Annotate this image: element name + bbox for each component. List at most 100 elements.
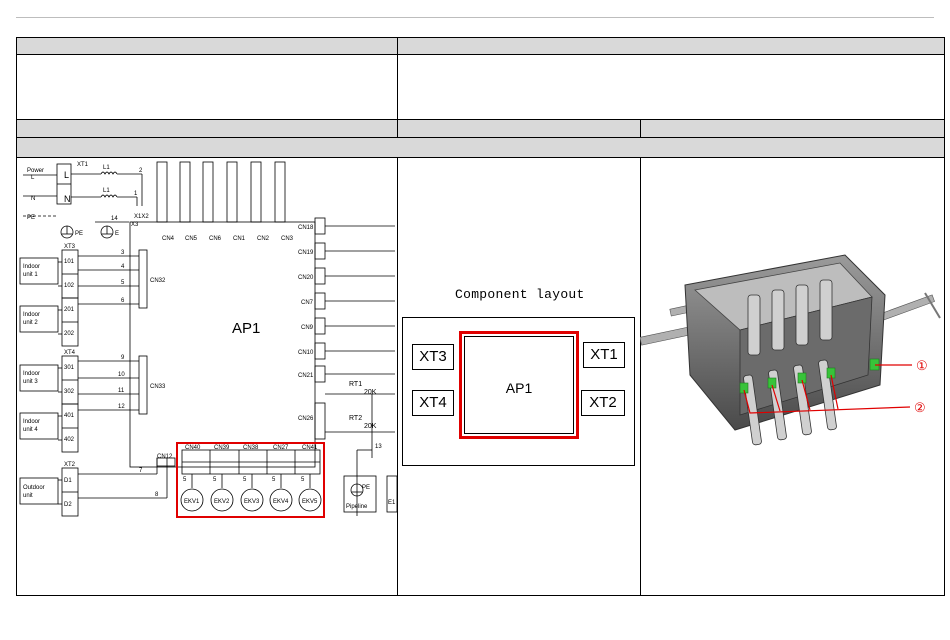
label-cn41: CN41 xyxy=(302,445,318,451)
label-l1-top: L1 xyxy=(103,165,110,171)
label-wire-1: 1 xyxy=(134,191,138,197)
wire-8: 8 xyxy=(155,492,159,498)
wire-3: 3 xyxy=(121,250,125,256)
wire-5: 5 xyxy=(121,280,125,286)
term-d2: D2 xyxy=(64,502,72,508)
label-cn7: CN7 xyxy=(301,300,314,306)
wire-4: 4 xyxy=(121,264,125,270)
wire-10: 10 xyxy=(118,372,125,378)
label-cn38: CN38 xyxy=(243,445,259,451)
term-102: 102 xyxy=(64,283,75,289)
header2-cell-2 xyxy=(397,119,641,138)
label-cn19: CN19 xyxy=(298,250,314,256)
wire-6: 6 xyxy=(121,298,125,304)
label-5-a: 5 xyxy=(183,477,187,483)
layout-frame xyxy=(402,317,635,466)
label-cn4: CN4 xyxy=(162,236,175,242)
label-rt1: RT1 xyxy=(349,381,362,388)
label-5-c: 5 xyxy=(243,477,247,483)
indoor3-line1: Indoor xyxy=(23,371,40,377)
label-xt1: XT1 xyxy=(77,162,89,168)
outdoor-line2: unit xyxy=(23,493,33,499)
label-n: N xyxy=(64,194,71,204)
label-cn10: CN10 xyxy=(298,350,314,356)
indoor4-line2: unit 4 xyxy=(23,427,38,433)
xt3-box: XT3 xyxy=(412,344,454,370)
outdoor-line1: Outdoor xyxy=(23,485,45,491)
label-cn39: CN39 xyxy=(214,445,230,451)
label-cn40: CN40 xyxy=(185,445,201,451)
label-n-left: N xyxy=(31,196,35,202)
ap1-board xyxy=(129,221,316,468)
label-rt2: RT2 xyxy=(349,415,362,422)
label-l1-bottom: L1 xyxy=(103,188,110,194)
label-cn5: CN5 xyxy=(185,236,198,242)
right-connectors xyxy=(314,217,395,516)
top-connectors xyxy=(156,161,286,223)
header2-cell-3 xyxy=(640,119,945,138)
label-l-left: L xyxy=(31,175,35,181)
label-e: E xyxy=(115,231,119,237)
indoor2-line1: Indoor xyxy=(23,312,40,318)
label-5-d: 5 xyxy=(272,477,276,483)
term-d1: D1 xyxy=(64,478,72,484)
wire-12: 12 xyxy=(118,404,125,410)
xt2-box: XT2 xyxy=(581,390,625,416)
ekv4-coil xyxy=(269,488,293,512)
label-ekv1: EKV1 xyxy=(184,499,200,505)
label-5-b: 5 xyxy=(213,477,217,483)
unit-photo: ① ② xyxy=(640,254,941,446)
callout-1: ① xyxy=(916,358,928,373)
label-xt3: XT3 xyxy=(64,244,76,250)
xt1-box: XT1 xyxy=(583,342,625,368)
label-x1x2: X1X2 xyxy=(134,214,149,220)
term-301: 301 xyxy=(64,365,75,371)
body-cell-left xyxy=(16,54,398,120)
label-ekv4: EKV4 xyxy=(273,499,289,505)
wiring-diagram-cell xyxy=(16,157,398,596)
term-402: 402 xyxy=(64,437,75,443)
term-101: 101 xyxy=(64,259,75,265)
label-cn12: CN12 xyxy=(157,454,173,460)
wire-9: 9 xyxy=(121,355,125,361)
label-pe-left: PE xyxy=(27,215,35,221)
indoor4-line1: Indoor xyxy=(23,419,40,425)
label-cn33: CN33 xyxy=(150,384,166,390)
green-parts xyxy=(739,358,880,394)
label-wire-14: 14 xyxy=(111,216,118,222)
term-201: 201 xyxy=(64,307,75,313)
indoor1-line2: unit 1 xyxy=(23,272,38,278)
indoor3-line2: unit 3 xyxy=(23,379,38,385)
header2-cell-1 xyxy=(16,119,398,138)
wire-7: 7 xyxy=(139,468,143,474)
label-cn2: CN2 xyxy=(257,236,270,242)
component-layout-cell xyxy=(397,157,641,596)
ekv-highlight-frame xyxy=(176,442,325,518)
ekv5-coil xyxy=(298,488,322,512)
wire-11: 11 xyxy=(118,388,125,394)
callout-2: ② xyxy=(914,400,926,415)
label-pe-pipeline: PE xyxy=(362,485,370,491)
wiring-diagram: Power L L N N PE XT1 L1 L1 2 1 14 X1X2 X… xyxy=(19,161,397,518)
label-e1: E1 xyxy=(388,500,396,506)
label-20k-2: 20K xyxy=(364,423,377,430)
label-cn9: CN9 xyxy=(301,325,314,331)
label-x3: X3 xyxy=(131,222,139,228)
label-cn3: CN3 xyxy=(281,236,294,242)
label-cn26: CN26 xyxy=(298,416,314,422)
ekv1-coil xyxy=(180,488,204,512)
xt4-box: XT4 xyxy=(412,390,454,416)
label-cn18: CN18 xyxy=(298,225,314,231)
document-table xyxy=(16,37,945,596)
label-power: Power xyxy=(27,168,44,174)
term-202: 202 xyxy=(64,331,75,337)
label-cn32: CN32 xyxy=(150,278,166,284)
label-xt2: XT2 xyxy=(64,462,76,468)
indoor1-line1: Indoor xyxy=(23,264,40,270)
ekv2-coil xyxy=(210,488,234,512)
header-cell-right xyxy=(397,37,945,55)
label-ekv3: EKV3 xyxy=(244,499,260,505)
label-cn27: CN27 xyxy=(273,445,289,451)
label-pipeline: Pipeline xyxy=(346,504,368,510)
wire-13: 13 xyxy=(375,444,382,450)
